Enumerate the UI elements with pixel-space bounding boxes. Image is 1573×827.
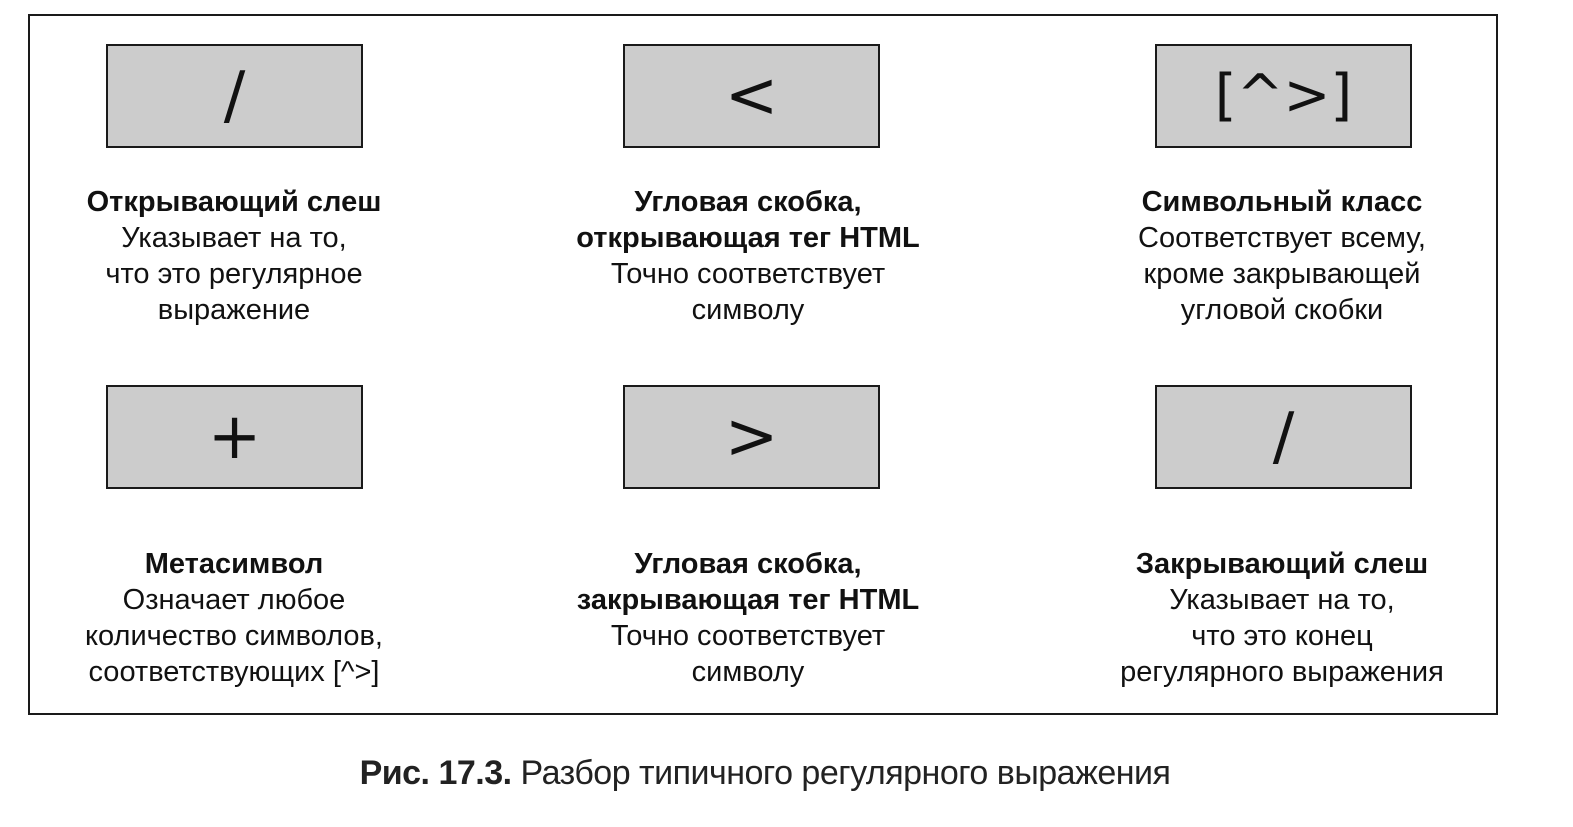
description-metacharacter: Метасимвол Означает любое количество сим… xyxy=(4,546,464,690)
description-line: Точно соответствует xyxy=(610,258,886,290)
token-box-close-angle-bracket: > xyxy=(623,385,880,489)
description-character-class: Символьный класс Соответствует всему, кр… xyxy=(1052,184,1512,328)
description-line: символу xyxy=(691,656,805,688)
description-title: Закрывающий слеш xyxy=(1135,548,1429,580)
token-box-metacharacter-plus: + xyxy=(106,385,363,489)
token-box-opening-slash: / xyxy=(106,44,363,148)
description-title: Метасимвол xyxy=(144,548,324,580)
description-title: Угловая скобка, xyxy=(634,548,862,580)
description-title: Угловая скобка, xyxy=(634,186,862,218)
description-line: Означает любое xyxy=(122,584,346,616)
description-opening-slash: Открывающий слеш Указывает на то, что эт… xyxy=(4,184,464,328)
description-line: кроме закрывающей xyxy=(1143,258,1421,290)
description-close-angle-bracket: Угловая скобка, закрывающая тег HTML Точ… xyxy=(518,546,978,690)
figure-caption: Рис. 17.3. Разбор типичного регулярного … xyxy=(0,754,1530,793)
description-line: регулярного выражения xyxy=(1120,656,1444,688)
description-line: выражение xyxy=(157,294,311,326)
description-line: Соответствует всему, xyxy=(1138,222,1426,254)
description-line: Указывает на то, xyxy=(121,222,347,254)
description-line: угловой скобки xyxy=(1180,294,1384,326)
description-open-angle-bracket: Угловая скобка, открывающая тег HTML Точ… xyxy=(518,184,978,328)
token-symbol: / xyxy=(1272,400,1295,474)
token-symbol: > xyxy=(724,400,779,474)
description-line: символу xyxy=(691,294,805,326)
description-line: Точно соответствует xyxy=(610,620,886,652)
token-symbol: + xyxy=(207,400,262,474)
token-symbol: / xyxy=(223,59,246,133)
figure-caption-label: Рис. 17.3. xyxy=(359,754,513,792)
description-line: что это регулярное xyxy=(105,258,363,290)
description-title-second-line: закрывающая тег HTML xyxy=(576,584,920,616)
token-symbol: [^>] xyxy=(1214,63,1353,128)
description-title-second-line: открывающая тег HTML xyxy=(576,222,920,254)
description-line: соответствующих [^>] xyxy=(88,656,380,688)
diagram-frame xyxy=(28,14,1498,715)
description-title: Открывающий слеш xyxy=(86,186,382,218)
token-box-open-angle-bracket: < xyxy=(623,44,880,148)
figure-caption-text: Разбор типичного регулярного выражения xyxy=(520,754,1171,792)
description-line: Указывает на то, xyxy=(1169,584,1395,616)
description-line: что это конец xyxy=(1191,620,1373,652)
description-closing-slash: Закрывающий слеш Указывает на то, что эт… xyxy=(1052,546,1512,690)
token-box-closing-slash: / xyxy=(1155,385,1412,489)
token-symbol: < xyxy=(724,59,779,133)
description-title: Символьный класс xyxy=(1141,186,1423,218)
token-box-character-class: [^>] xyxy=(1155,44,1412,148)
description-line: количество символов, xyxy=(85,620,383,652)
